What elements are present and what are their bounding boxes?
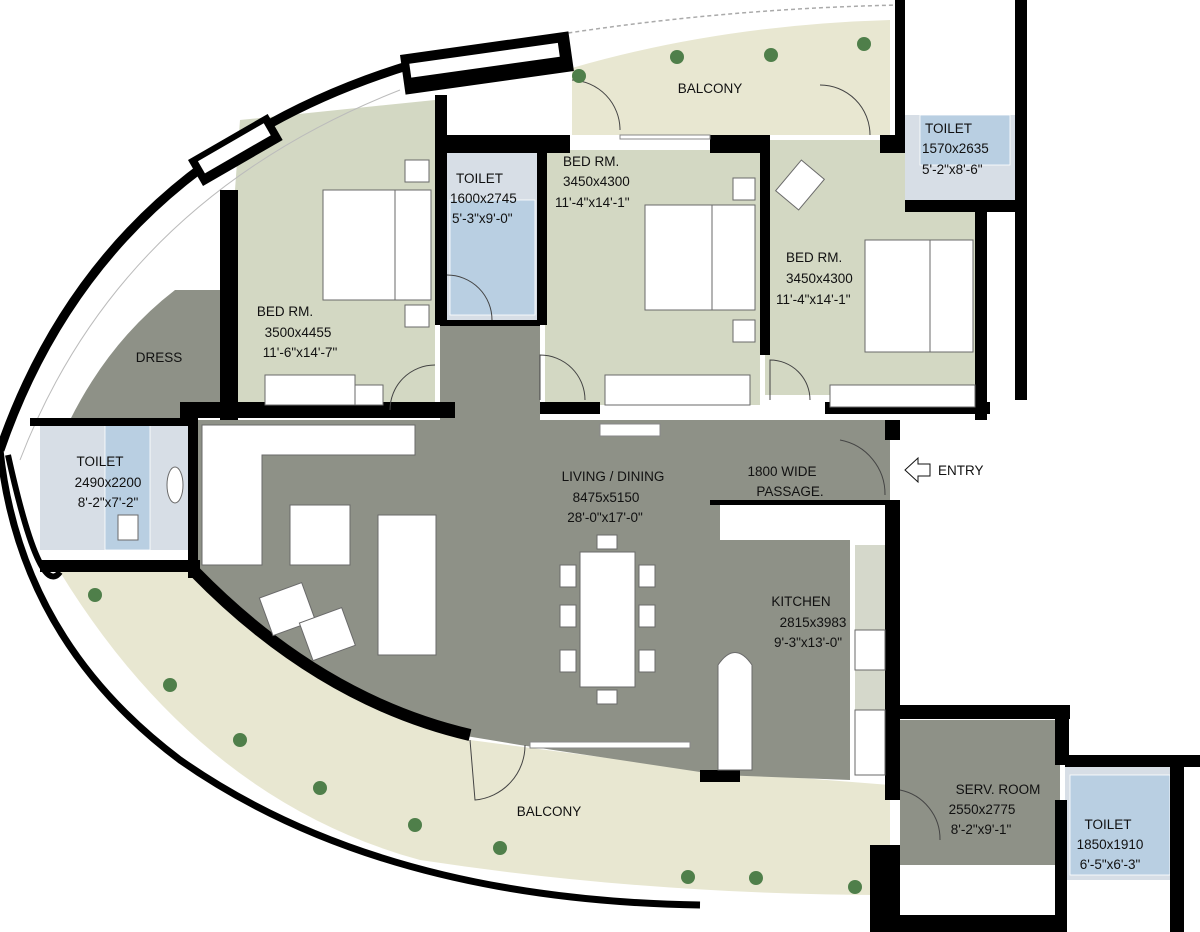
toilet-center-imperial: 5'-3"x9'-0" <box>452 211 513 226</box>
dress-floor <box>70 290 230 420</box>
toilet-bottom-right-imperial: 6'-5"x6'-3" <box>1080 857 1141 872</box>
passage-label-line1: 1800 WIDE <box>747 464 816 479</box>
bed-left-metric: 3500x4455 <box>265 325 332 340</box>
serv-room-metric: 2550x2775 <box>949 802 1016 817</box>
serv-room-label: SERV. ROOM <box>956 782 1041 797</box>
bed-left-label: BED RM. <box>257 304 313 319</box>
curved-facade <box>0 4 901 909</box>
balcony-bottom-label: BALCONY <box>517 804 582 819</box>
dress-label: DRESS <box>136 350 183 365</box>
toilet-top-right-label: TOILET <box>925 121 972 136</box>
bed-right-label: BED RM. <box>786 250 842 265</box>
passage-label-line2: PASSAGE. <box>756 484 823 499</box>
plants <box>88 37 871 894</box>
toilet-top-right-imperial: 5'-2"x8'-6" <box>922 162 983 177</box>
living-label: LIVING / DINING <box>562 469 665 484</box>
kitchen-imperial: 9'-3"x13'-0" <box>774 635 842 650</box>
kitchen-metric: 2815x3983 <box>780 615 847 630</box>
entry-arrow-icon <box>904 456 931 484</box>
kitchen-label: KITCHEN <box>771 594 830 609</box>
bed-center-label: BED RM. <box>563 154 619 169</box>
entry-label: ENTRY <box>938 463 984 478</box>
living-metric: 8475x5150 <box>573 490 640 505</box>
serv-room-imperial: 8'-2"x9'-1" <box>951 822 1012 837</box>
toilet-center-label: TOILET <box>456 171 503 186</box>
bed-center-imperial: 11'-4"x14'-1" <box>555 195 630 210</box>
toilet-left-label: TOILET <box>76 454 123 469</box>
balcony-top-floor <box>572 20 890 135</box>
bed-right-imperial: 11'-4"x14'-1" <box>776 292 851 307</box>
toilet-bottom-right-label: TOILET <box>1084 817 1131 832</box>
bed-center-metric: 3450x4300 <box>563 174 630 189</box>
toilet-center-metric: 1600x2745 <box>450 191 517 206</box>
toilet-top-right-metric: 1570x2635 <box>922 141 989 156</box>
furniture <box>117 134 976 776</box>
serv-room-floor <box>900 720 1060 865</box>
balcony-bottom-floor <box>60 572 890 895</box>
walls <box>30 0 1200 932</box>
toilet-left-imperial: 8'-2"x7'-2" <box>78 495 139 510</box>
bed-right-metric: 3450x4300 <box>786 271 853 286</box>
bed-left-imperial: 11'-6"x14'-7" <box>263 345 338 360</box>
doors <box>389 79 941 841</box>
room-labels: BALCONY TOILET 1570x2635 5'-2"x8'-6" TOI… <box>75 81 1144 872</box>
balcony-top-label: BALCONY <box>678 81 743 96</box>
toilet-bottom-right-metric: 1850x1910 <box>1077 837 1144 852</box>
toilet-tiles <box>104 114 1171 876</box>
living-imperial: 28'-0"x17'-0" <box>567 510 643 525</box>
toilet-left-metric: 2490x2200 <box>75 475 142 490</box>
